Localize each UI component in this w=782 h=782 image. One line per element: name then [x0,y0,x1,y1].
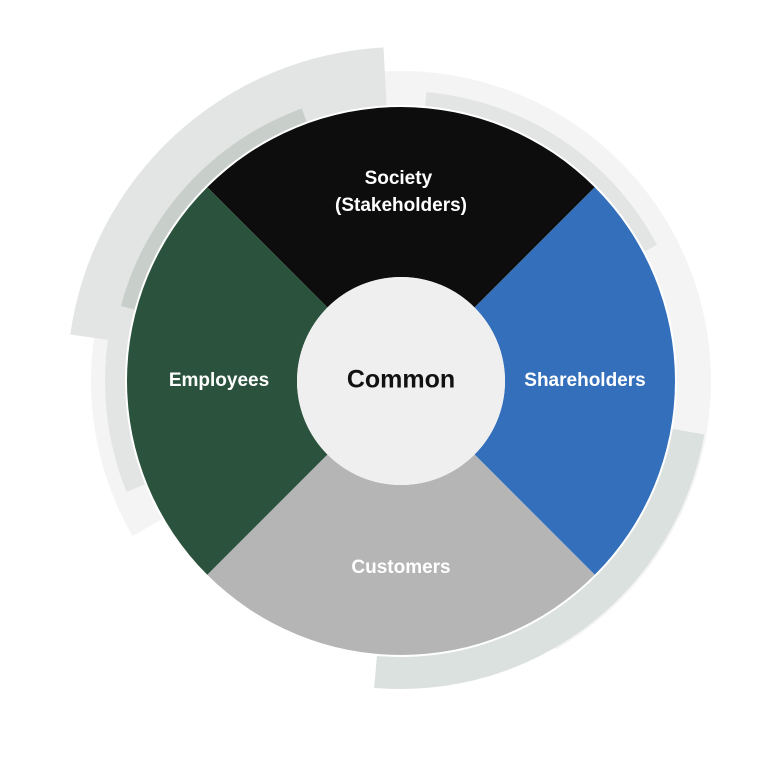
segment-label-employees: Employees [169,370,269,391]
segment-label-customers: Customers [351,557,450,578]
segment-label-society-line-2: (Stakeholders) [335,195,467,216]
segment-customers [207,454,595,655]
center-label: Common [347,366,455,394]
segment-label-society-line-1: Society [365,168,433,189]
center-circle [297,277,505,485]
outer-arc-bottom-right [374,428,705,689]
decorative-rings [70,47,712,689]
segment-label-shareholders: Shareholders [524,370,645,391]
outer-arc-top-left [70,47,387,343]
segment-employees [127,187,328,575]
segment-shareholders [474,187,675,575]
segments [127,107,675,655]
segment-society [207,107,595,308]
outer-arc-top-right [425,92,658,252]
segment-label-society: Society (Stakeholders) [335,168,467,216]
outer-arc-left [104,329,146,492]
inner-arc-left [120,108,307,310]
